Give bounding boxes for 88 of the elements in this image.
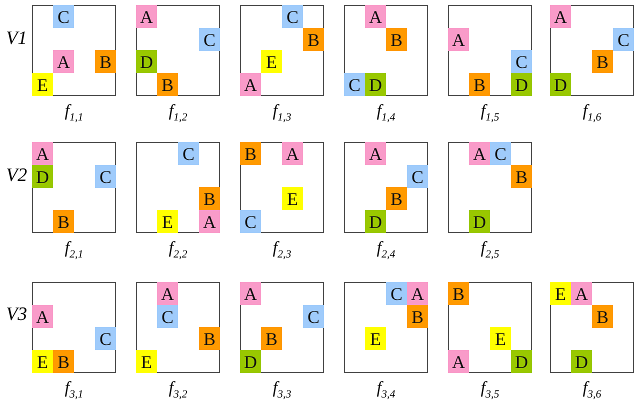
letter-tile: D: [511, 350, 532, 374]
letter-tile: A: [240, 282, 261, 305]
letter-tile: B: [261, 327, 282, 350]
letter-tile: A: [199, 210, 220, 234]
row-label: V1: [6, 28, 28, 50]
letter-tile: E: [261, 50, 282, 74]
letter-tile: A: [136, 5, 157, 28]
letter-tile: D: [571, 350, 592, 374]
letter-tile: B: [407, 304, 428, 328]
letter-tile: B: [53, 210, 74, 234]
panel-label: f$_{1,4}$: [376, 101, 396, 124]
letter-tile: C: [178, 142, 199, 165]
letter-tile: C: [199, 28, 220, 51]
letter-tile: D: [240, 350, 261, 374]
letter-tile: A: [53, 50, 74, 74]
letter-tile: A: [407, 282, 428, 305]
letter-tile: B: [303, 28, 324, 51]
panel-label: f$_{3,1}$: [64, 378, 84, 400]
panel-label: f$_{2,3}$: [272, 238, 292, 260]
panel-label: f$_{3,4}$: [376, 378, 396, 400]
letter-tile: E: [157, 210, 178, 234]
letter-tile: A: [240, 73, 261, 96]
letter-tile: A: [32, 142, 53, 165]
letter-tile: B: [592, 50, 613, 74]
letter-tile: A: [550, 5, 571, 28]
letter-tile: B: [386, 28, 407, 51]
panel-label: f$_{2,5}$: [480, 238, 500, 260]
letter-tile: B: [592, 304, 613, 328]
letter-tile: A: [571, 282, 592, 305]
letter-tile: E: [282, 187, 303, 210]
letter-tile: E: [136, 350, 157, 374]
letter-tile: C: [282, 5, 303, 28]
letter-tile: E: [32, 73, 53, 96]
letter-tile: C: [407, 164, 428, 188]
letter-tile: B: [199, 187, 220, 210]
letter-tile: A: [448, 28, 469, 51]
letter-tile: B: [469, 73, 490, 96]
letter-tile: C: [157, 304, 178, 328]
letter-tile: E: [490, 327, 511, 350]
letter-tile: B: [95, 50, 116, 74]
letter-tile: B: [199, 327, 220, 350]
letter-tile: B: [53, 350, 74, 374]
panel-label: f$_{3,5}$: [480, 378, 500, 400]
panel-label: f$_{2,4}$: [376, 238, 396, 260]
letter-tile: C: [511, 50, 532, 74]
letter-tile: E: [365, 327, 386, 350]
letter-tile: B: [240, 142, 261, 165]
panel-label: f$_{2,1}$: [64, 238, 84, 260]
letter-tile: A: [157, 282, 178, 305]
letter-tile: D: [511, 73, 532, 96]
letter-tile: C: [344, 73, 365, 96]
panel-label: f$_{1,5}$: [480, 101, 500, 124]
letter-tile: D: [550, 73, 571, 96]
panel-label: f$_{1,6}$: [582, 101, 602, 124]
letter-tile: C: [53, 5, 74, 28]
letter-tile: A: [365, 5, 386, 28]
letter-tile: C: [490, 142, 511, 165]
panel-label: f$_{2,2}$: [168, 238, 188, 260]
letter-tile: C: [386, 282, 407, 305]
letter-tile: A: [448, 350, 469, 374]
letter-tile: C: [95, 327, 116, 350]
panel-label: f$_{3,6}$: [582, 378, 602, 400]
letter-tile: C: [95, 164, 116, 188]
panel-label: f$_{1,2}$: [168, 101, 188, 124]
letter-tile: C: [240, 210, 261, 234]
row-label: V2: [6, 165, 28, 187]
letter-tile: D: [469, 210, 490, 234]
letter-tile: E: [32, 350, 53, 374]
letter-tile: B: [386, 187, 407, 210]
letter-tile: B: [511, 164, 532, 188]
letter-tile: D: [32, 164, 53, 188]
panel-label: f$_{3,3}$: [272, 378, 292, 400]
letter-tile: D: [365, 73, 386, 96]
row-label: V3: [6, 304, 28, 326]
letter-tile: B: [448, 282, 469, 305]
letter-tile: A: [365, 142, 386, 165]
panel-label: f$_{1,3}$: [272, 101, 292, 124]
letter-tile: E: [550, 282, 571, 305]
letter-tile: A: [469, 142, 490, 165]
panel-label: f$_{3,2}$: [168, 378, 188, 400]
letter-tile: A: [32, 304, 53, 328]
letter-tile: C: [613, 28, 634, 51]
letter-tile: C: [303, 304, 324, 328]
letter-tile: A: [282, 142, 303, 165]
letter-tile: D: [365, 210, 386, 234]
panel-label: f$_{1,1}$: [64, 101, 84, 124]
letter-tile: B: [157, 73, 178, 96]
letter-tile: D: [136, 50, 157, 74]
